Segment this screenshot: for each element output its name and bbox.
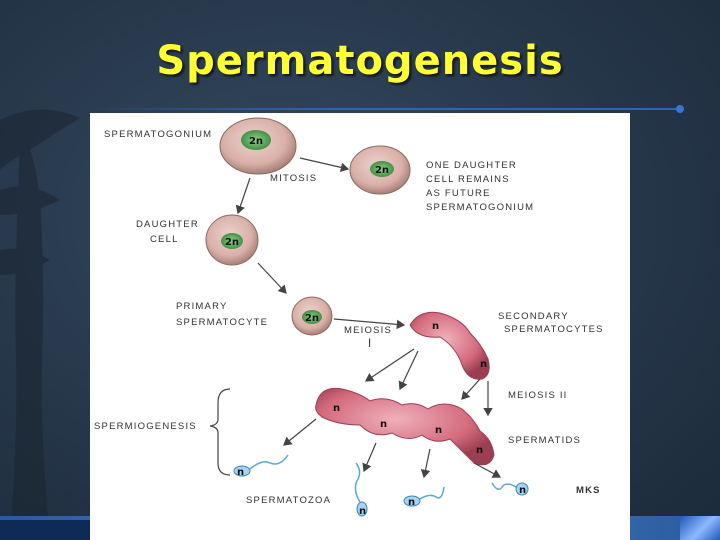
title-divider (92, 108, 680, 110)
ploidy-label: n (476, 445, 483, 456)
spermatogonium-cell: 2n (219, 117, 297, 175)
nucleus (241, 130, 271, 150)
spermiogenesis-bracket (209, 388, 231, 476)
ploidy-label: n (380, 419, 387, 430)
ploidy-label: n (359, 506, 366, 517)
ploidy-label: n (519, 485, 526, 496)
arrow-to-primary-spermatocyte (257, 262, 287, 294)
diagram-canvas: 2n SPERMATOGONIUM MITOSIS 2n ONE DAUGHTE… (94, 117, 604, 517)
arrow-meiosis-one (333, 318, 406, 330)
label-secondary-line2: SPERMATOCYTES (504, 324, 604, 335)
spermatid-chain: n n n n (315, 387, 495, 466)
ploidy-label: n (480, 359, 487, 370)
label-meiosis-two: MEIOSIS II (508, 390, 568, 401)
bottom-dark-block (0, 520, 90, 540)
secondary-spermatocytes: n n (409, 311, 490, 380)
ploidy-label: 2n (225, 237, 239, 248)
spermatozoon-3: n (403, 486, 445, 508)
arrow-to-spermatozoon-3 (420, 448, 431, 479)
label-daughter-line1: ONE DAUGHTER (426, 160, 517, 171)
slide-title: Spermatogenesis (156, 38, 564, 84)
future-spermatogonium-cell: 2n (349, 145, 411, 195)
label-spermatozoa: SPERMATOZOA (246, 495, 331, 506)
arrow-mitosis-right (299, 157, 350, 173)
ploidy-label: n (333, 403, 340, 414)
label-daughter-line4: SPERMATOGONIUM (426, 202, 534, 213)
label-daughter-cell-line2: CELL (150, 234, 179, 245)
label-primary-line1: PRIMARY (176, 301, 228, 312)
label-daughter-cell-line1: DAUGHTER (136, 219, 199, 230)
arrow-to-spermatozoon-4 (473, 462, 502, 478)
daughter-cell: 2n (205, 214, 259, 266)
bottom-accent-block (680, 516, 720, 540)
nucleus (221, 233, 243, 249)
artist-signature: MKS (576, 485, 601, 496)
primary-spermatocyte-cell: 2n (291, 296, 333, 336)
spermatogenesis-diagram: 2n SPERMATOGONIUM MITOSIS 2n ONE DAUGHTE… (90, 113, 630, 540)
arrow-to-spermatozoon-1 (283, 418, 317, 446)
ploidy-label: n (408, 497, 415, 508)
spermatozoon-1: n (233, 454, 289, 478)
label-daughter-line2: CELL REMAINS (426, 174, 510, 185)
arrow-to-spermatid-2 (398, 350, 419, 391)
label-spermatogonium: SPERMATOGONIUM (104, 129, 212, 140)
spermatozoon-2: n (354, 462, 368, 517)
nucleus (302, 310, 322, 324)
label-meiosis-one-numeral: I (368, 338, 372, 350)
nucleus (370, 161, 394, 177)
ploidy-label: 2n (375, 165, 389, 176)
label-daughter-line3: AS FUTURE (426, 188, 491, 199)
arrow-to-spermatozoon-2 (362, 442, 377, 473)
label-secondary-line1: SECONDARY (498, 311, 569, 322)
ploidy-label: n (435, 425, 442, 436)
label-primary-line2: SPERMATOCYTE (176, 317, 268, 328)
ploidy-label: 2n (249, 136, 263, 147)
spermatozoon-4: n (491, 482, 529, 496)
label-spermatids: SPERMATIDS (508, 435, 581, 446)
ploidy-label: n (432, 321, 439, 332)
ploidy-label: n (237, 467, 244, 478)
label-meiosis-one: MEIOSIS (344, 325, 392, 336)
arrow-to-spermatid-1 (365, 348, 415, 382)
label-mitosis: MITOSIS (270, 173, 317, 184)
title-divider-dot (676, 105, 684, 113)
arrow-to-spermatid-3 (461, 378, 481, 400)
arrow-to-daughter-cell (235, 177, 251, 215)
label-spermiogenesis: SPERMIOGENESIS (94, 421, 197, 432)
ploidy-label: 2n (305, 313, 319, 324)
